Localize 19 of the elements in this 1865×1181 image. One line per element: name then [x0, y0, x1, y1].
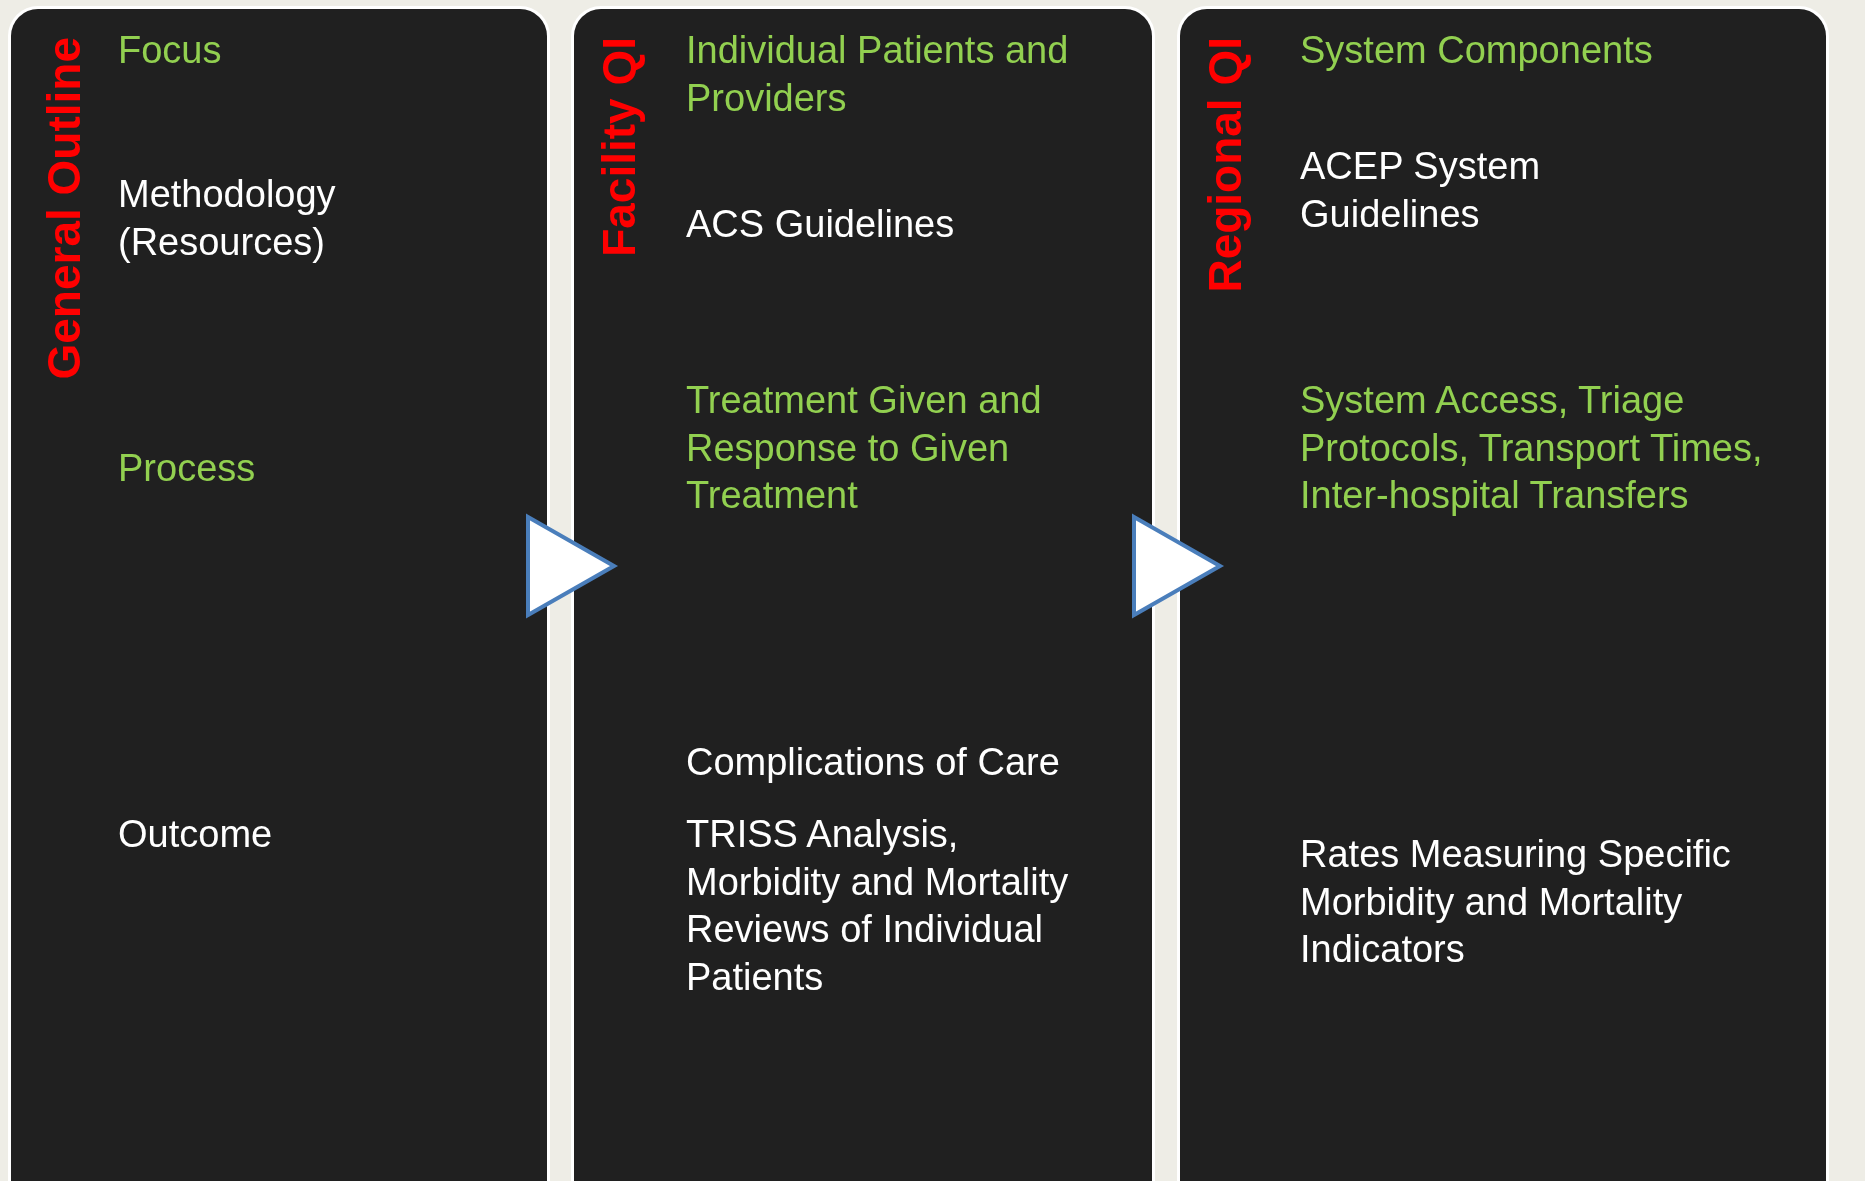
- row-text: Outcome: [118, 812, 274, 857]
- arrow: [1132, 515, 1222, 617]
- column-panel: [8, 6, 550, 1181]
- arrow: [526, 515, 616, 617]
- row-heading: System Components: [1300, 28, 1654, 73]
- row-heading: Treatment Given and Response to Given Treatment: [686, 378, 1043, 518]
- row-heading: System Access, Triage Protocols, Transport Times, Inter-hospital Transfers: [1300, 378, 1764, 518]
- row-text: Rates Measuring Specific Morbidity and Mortality Indicators: [1300, 832, 1732, 972]
- row-heading: Process: [118, 446, 257, 491]
- column-panel: [571, 6, 1155, 1181]
- row-heading: Individual Patients and Providers: [686, 28, 1070, 121]
- column-heading: General Outline: [41, 37, 87, 380]
- row-text: ACS Guidelines: [686, 202, 956, 247]
- row-text: TRISS Analysis, Morbidity and Mortality Reviews of Individual Patients: [686, 812, 1070, 1000]
- row-heading: Focus: [118, 28, 223, 73]
- row-text: ACEP System Guidelines: [1300, 144, 1542, 237]
- row-text: Methodology (Resources): [118, 172, 337, 265]
- column-panel: [1177, 6, 1829, 1181]
- row-text: Complications of Care: [686, 740, 1061, 785]
